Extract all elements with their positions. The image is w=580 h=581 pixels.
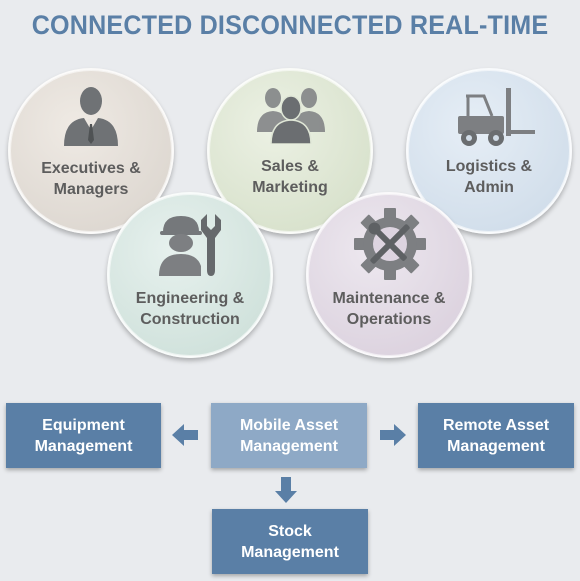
- box-label-line1: Mobile Asset: [239, 416, 339, 434]
- role-label-line1: Sales &: [261, 158, 319, 175]
- box-label-line2: Management: [447, 437, 545, 455]
- worker-wrench-icon: [159, 214, 221, 276]
- role-label-line2: Operations: [346, 311, 432, 328]
- role-label-line1: Maintenance &: [332, 290, 446, 307]
- remote-asset-management-box: Remote Asset Management: [418, 403, 574, 468]
- team-icon: [257, 88, 325, 144]
- role-label-line2: Managers: [53, 181, 129, 198]
- page-title: CONNECTED DISCONNECTED REAL-TIME: [31, 10, 549, 40]
- role-label-line1: Engineering &: [135, 290, 245, 307]
- circle-executives-managers: Executives & Managers: [8, 68, 174, 234]
- box-label-line1: Equipment: [42, 416, 125, 434]
- circle-engineering-construction: Engineering & Construction: [107, 192, 273, 358]
- businessman-icon: [64, 87, 118, 146]
- box-label-line2: Management: [240, 437, 338, 455]
- role-label-line2: Construction: [140, 311, 240, 328]
- box-label-line2: Management: [241, 543, 339, 561]
- arrow-left-icon: [172, 424, 198, 446]
- role-label-line1: Logistics &: [445, 158, 533, 175]
- circle-maintenance-operations: Maintenance & Operations: [306, 192, 472, 358]
- box-label-line2: Management: [34, 437, 133, 455]
- arrow-down-icon: [275, 477, 297, 503]
- stock-management-box: Stock Management: [212, 509, 368, 574]
- box-label-line1: Remote Asset: [442, 416, 550, 434]
- mobile-asset-management-box: Mobile Asset Management: [211, 403, 367, 468]
- role-label-line2: Admin: [464, 179, 514, 196]
- forklift-icon: [458, 88, 535, 146]
- box-label-line1: Stock: [268, 522, 312, 540]
- gear-tools-icon: [354, 208, 426, 280]
- role-label-line2: Marketing: [252, 179, 328, 196]
- equipment-management-box: Equipment Management: [6, 403, 161, 468]
- arrow-right-icon: [380, 424, 406, 446]
- role-label-line1: Executives &: [41, 160, 141, 177]
